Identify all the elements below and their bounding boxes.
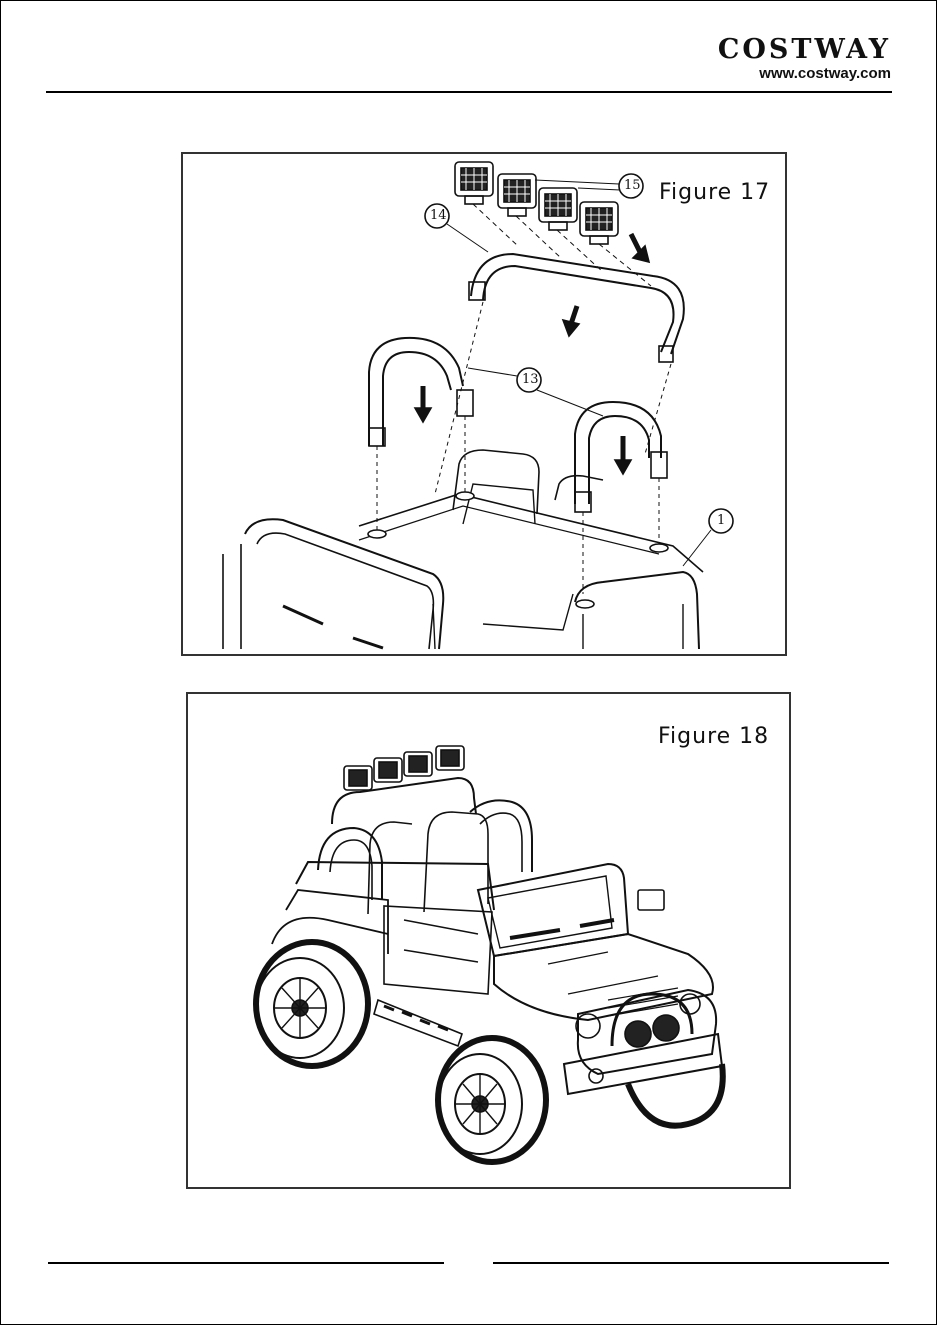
header-rule: [46, 91, 892, 93]
lamp-icon: [455, 162, 493, 204]
lamp-icon: [404, 752, 432, 776]
figure-18-box: Figure 18: [186, 692, 791, 1189]
lamp-icon: [344, 766, 372, 790]
wheel-icon: [628, 1064, 723, 1126]
figure-17-box: Figure 17: [181, 152, 787, 656]
callout-1: 1: [717, 513, 725, 528]
lamp-icon: [539, 188, 577, 230]
figure-18-illustration: [188, 694, 789, 1187]
wheel-icon: [438, 1038, 546, 1162]
callout-14: 14: [430, 208, 447, 223]
lamp-icon: [374, 758, 402, 782]
callout-13: 13: [522, 372, 539, 387]
brand-url: www.costway.com: [718, 65, 891, 82]
brand-header: COSTWAY www.costway.com: [718, 36, 891, 82]
footer-rule-left: [48, 1262, 444, 1264]
footer-rule-right: [493, 1262, 889, 1264]
lamp-icon: [580, 202, 618, 244]
figure-17-illustration: [183, 154, 785, 654]
brand-logo-text: COSTWAY: [718, 36, 891, 63]
wheel-icon: [256, 942, 368, 1066]
callout-15: 15: [624, 178, 641, 193]
lamp-icon: [436, 746, 464, 770]
lamp-icon: [498, 174, 536, 216]
